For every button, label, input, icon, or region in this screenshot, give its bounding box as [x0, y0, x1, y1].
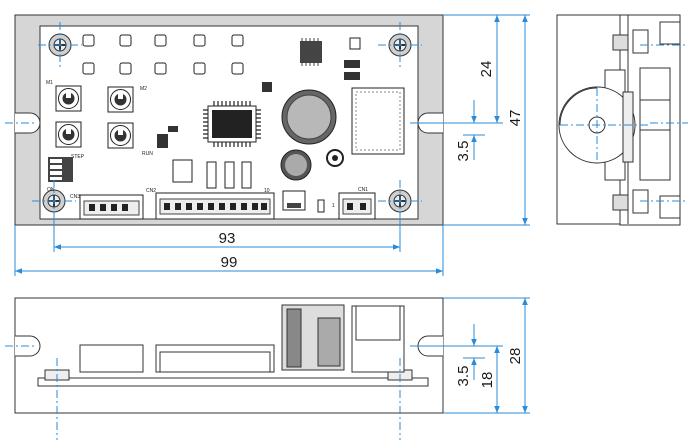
connector-cn3[interactable]	[79, 194, 144, 220]
side-view	[556, 14, 681, 226]
small-ic-pins	[301, 38, 319, 66]
connector-cn2[interactable]	[155, 192, 275, 220]
resistor-group	[172, 159, 252, 189]
large-capacitor	[281, 89, 337, 145]
label-cn2: CN2	[146, 188, 156, 194]
top-centerlines	[5, 22, 455, 236]
dim-3-5-top: 3.5	[455, 141, 472, 162]
smd-part-2	[344, 60, 360, 68]
label-step: STEP	[71, 154, 85, 160]
rotary-switch-m2-upper[interactable]	[107, 86, 134, 113]
label-cn1-pin1: 1	[332, 203, 335, 209]
label-m1: M1	[46, 80, 53, 86]
smd-part-1	[349, 37, 361, 50]
small-ic	[300, 41, 322, 63]
connector-cn1[interactable]	[338, 192, 376, 220]
smd-small-c	[317, 199, 325, 213]
top-dimensions	[14, 14, 530, 276]
dim-28: 28	[507, 348, 524, 365]
dim-3-5-bottom: 3.5	[455, 366, 472, 387]
dim-18: 18	[479, 372, 496, 389]
rotary-switch-m1-lower[interactable]	[55, 121, 82, 148]
inductor	[326, 149, 344, 167]
label-run: RUN	[142, 151, 153, 157]
small-part-b	[168, 126, 178, 132]
label-cn3: CN3	[70, 194, 80, 200]
smd-part-3	[344, 72, 360, 80]
small-capacitor	[280, 149, 312, 181]
front-view	[14, 297, 444, 414]
top-view: M1 M2 STEP RUN ON	[5, 14, 455, 236]
label-on: ON	[47, 187, 55, 193]
dim-93: 93	[219, 230, 236, 247]
dip-switch[interactable]	[48, 157, 73, 182]
dim-47: 47	[507, 110, 524, 127]
pad-grid	[82, 34, 244, 75]
rotary-switch-m2-lower[interactable]	[107, 122, 134, 149]
front-dimensions	[410, 297, 530, 414]
label-pin10: 10	[264, 188, 270, 194]
small-part-a	[262, 82, 272, 92]
dim-99: 99	[221, 254, 238, 271]
label-m2: M2	[140, 86, 147, 92]
main-mcu-chip	[203, 101, 261, 147]
run-led	[157, 134, 168, 148]
side-centerlines	[560, 44, 688, 202]
rotary-switch-m1-upper[interactable]	[55, 85, 82, 112]
dim-24: 24	[478, 61, 495, 78]
label-cn1: CN1	[358, 187, 368, 193]
transformer-block	[351, 87, 405, 155]
